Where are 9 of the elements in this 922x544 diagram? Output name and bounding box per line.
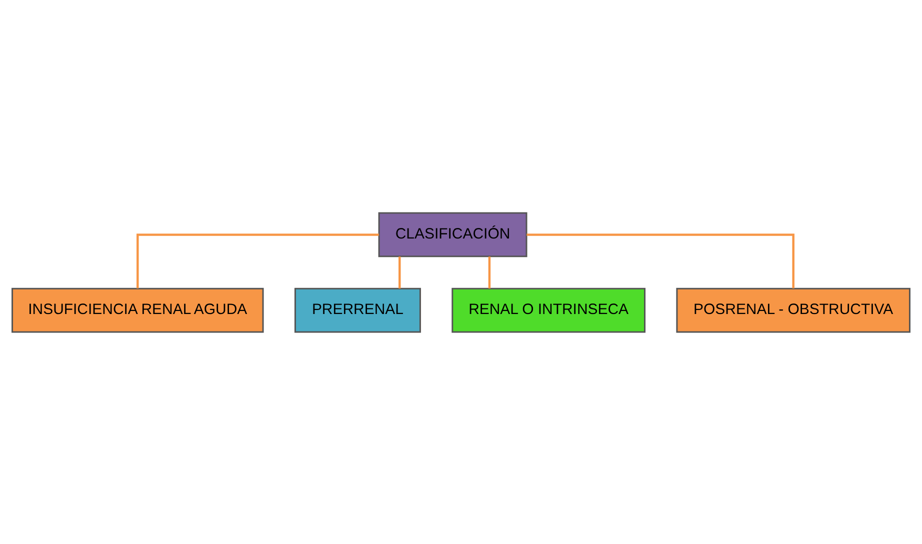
connector — [526, 233, 794, 288]
connector — [488, 256, 491, 288]
node-box: INSUFICIENCIA RENAL AGUDA — [12, 287, 264, 332]
connector — [398, 256, 401, 288]
connector — [136, 233, 379, 288]
node-box: PRERRENAL — [294, 287, 421, 332]
node-box: CLASIFICACIÓN — [378, 212, 528, 257]
node-box: RENAL O INTRINSECA — [452, 287, 646, 332]
node-box: POSRENAL - OBSTRUCTIVA — [676, 287, 910, 332]
